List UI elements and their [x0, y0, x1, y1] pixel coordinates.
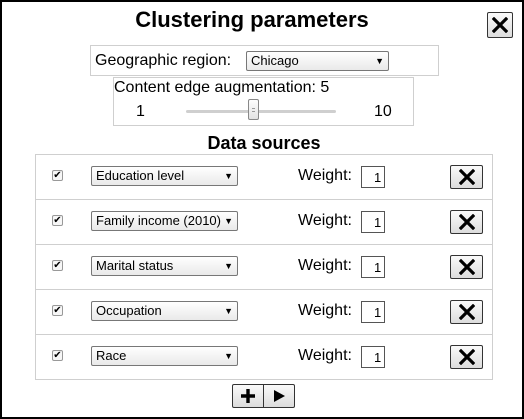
- source-select-value: Marital status: [96, 258, 174, 273]
- run-button[interactable]: [264, 385, 294, 407]
- data-source-row: ✔ Occupation ▼ Weight:: [36, 290, 492, 335]
- chevron-down-icon: ▼: [375, 56, 384, 66]
- weight-input[interactable]: [361, 166, 385, 188]
- weight-input[interactable]: [361, 256, 385, 278]
- plus-icon: [241, 389, 255, 403]
- source-enabled-checkbox[interactable]: ✔: [52, 350, 63, 361]
- source-select[interactable]: Occupation ▼: [91, 301, 238, 321]
- source-enabled-checkbox[interactable]: ✔: [52, 170, 63, 181]
- augmentation-panel: Content edge augmentation: 5 1 10: [113, 77, 414, 126]
- slider-max-label: 10: [374, 103, 392, 120]
- slider-min-label: 1: [136, 103, 145, 120]
- source-select[interactable]: Family income (2010)▼: [91, 211, 238, 231]
- source-select-value: Family income (2010): [96, 213, 221, 228]
- region-panel: Geographic region: Chicago ▼: [90, 45, 439, 76]
- remove-source-button[interactable]: [450, 300, 483, 324]
- source-select-value: Occupation: [96, 303, 162, 318]
- chevron-down-icon: ▼: [224, 261, 233, 271]
- remove-source-button[interactable]: [450, 165, 483, 189]
- region-select-value: Chicago: [251, 53, 299, 68]
- chevron-down-icon: ▼: [224, 171, 233, 181]
- grip-icon: [251, 108, 255, 112]
- data-source-row: ✔ Marital status ▼ Weight:: [36, 245, 492, 290]
- chevron-down-icon: ▼: [224, 216, 233, 226]
- weight-input[interactable]: [361, 301, 385, 323]
- data-source-row: ✔ Family income (2010)▼ Weight:: [36, 200, 492, 245]
- weight-label: Weight:: [298, 302, 352, 319]
- play-icon: [273, 390, 285, 402]
- augmentation-label: Content edge augmentation: 5: [114, 79, 330, 96]
- source-select-value: Education level: [96, 168, 185, 183]
- weight-input[interactable]: [361, 346, 385, 368]
- add-source-button[interactable]: [233, 385, 264, 407]
- source-enabled-checkbox[interactable]: ✔: [52, 260, 63, 271]
- source-select[interactable]: Marital status ▼: [91, 256, 238, 276]
- delete-icon: [458, 304, 475, 320]
- delete-icon: [458, 349, 475, 365]
- weight-input[interactable]: [361, 211, 385, 233]
- source-select[interactable]: Education level ▼: [91, 166, 238, 186]
- source-enabled-checkbox[interactable]: ✔: [52, 215, 63, 226]
- weight-label: Weight:: [298, 257, 352, 274]
- region-label: Geographic region:: [95, 52, 232, 69]
- weight-label: Weight:: [298, 167, 352, 184]
- source-enabled-checkbox[interactable]: ✔: [52, 305, 63, 316]
- data-source-row: ✔ Education level ▼ Weight:: [36, 155, 492, 200]
- slider-thumb[interactable]: [247, 99, 259, 120]
- weight-label: Weight:: [298, 347, 352, 364]
- data-sources-heading: Data sources: [207, 133, 321, 153]
- chevron-down-icon: ▼: [224, 351, 233, 361]
- remove-source-button[interactable]: [450, 210, 483, 234]
- close-button[interactable]: [487, 12, 513, 38]
- dialog-title: Clustering parameters: [135, 7, 369, 32]
- slider-track[interactable]: [186, 110, 336, 113]
- delete-icon: [458, 214, 475, 230]
- data-sources-list: ✔ Education level ▼ Weight: ✔ Family income (…: [35, 154, 493, 380]
- remove-source-button[interactable]: [450, 255, 483, 279]
- close-icon: [492, 17, 508, 33]
- region-select[interactable]: Chicago ▼: [246, 51, 389, 71]
- chevron-down-icon: ▼: [224, 306, 233, 316]
- data-source-row: ✔ Race ▼ Weight:: [36, 335, 492, 380]
- weight-label: Weight:: [298, 212, 352, 229]
- delete-icon: [458, 259, 475, 275]
- delete-icon: [458, 169, 475, 185]
- source-select[interactable]: Race ▼: [91, 346, 238, 366]
- bottom-toolbar: [232, 384, 295, 408]
- source-select-value: Race: [96, 348, 127, 363]
- remove-source-button[interactable]: [450, 345, 483, 369]
